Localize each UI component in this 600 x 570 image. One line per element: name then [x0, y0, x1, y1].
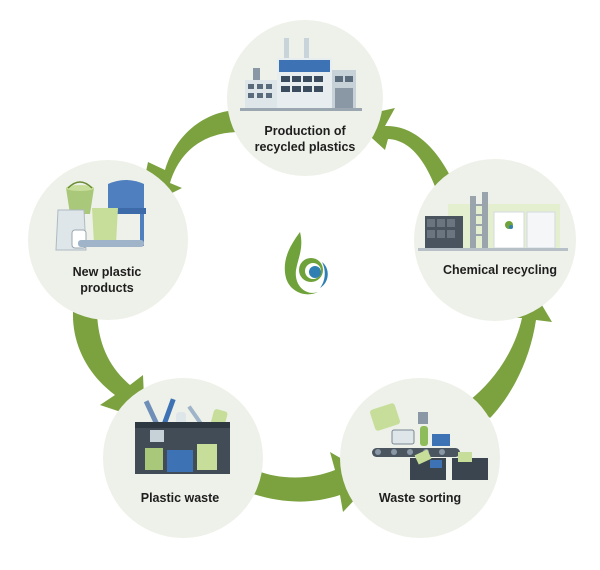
conveyor-sorting-icon	[370, 403, 488, 480]
arrow-chemical-to-production	[350, 108, 466, 220]
factory-icon	[240, 38, 362, 111]
plastic-products-icon	[55, 180, 146, 251]
node-label-production: Production of recycled plastics	[220, 123, 390, 155]
node-label-production-line2: recycled plastics	[254, 140, 356, 154]
waste-bin-icon	[135, 398, 230, 474]
node-label-new-line2: products	[80, 281, 134, 295]
node-label-waste: Plastic waste	[140, 491, 220, 505]
arrow-sorting-to-chemical	[470, 280, 552, 418]
node-label-production-line1: Production of	[264, 124, 346, 138]
node-label-chemical: Chemical recycling	[443, 263, 557, 277]
node-label-sorting: Waste sorting	[378, 491, 462, 505]
node-label-new-line1: New plastic	[72, 265, 142, 279]
node-label-new: New plastic products	[32, 264, 182, 296]
chemical-plant-icon	[418, 192, 568, 251]
arrow-new-to-waste	[72, 312, 145, 420]
droplet-logo-icon	[284, 232, 328, 295]
